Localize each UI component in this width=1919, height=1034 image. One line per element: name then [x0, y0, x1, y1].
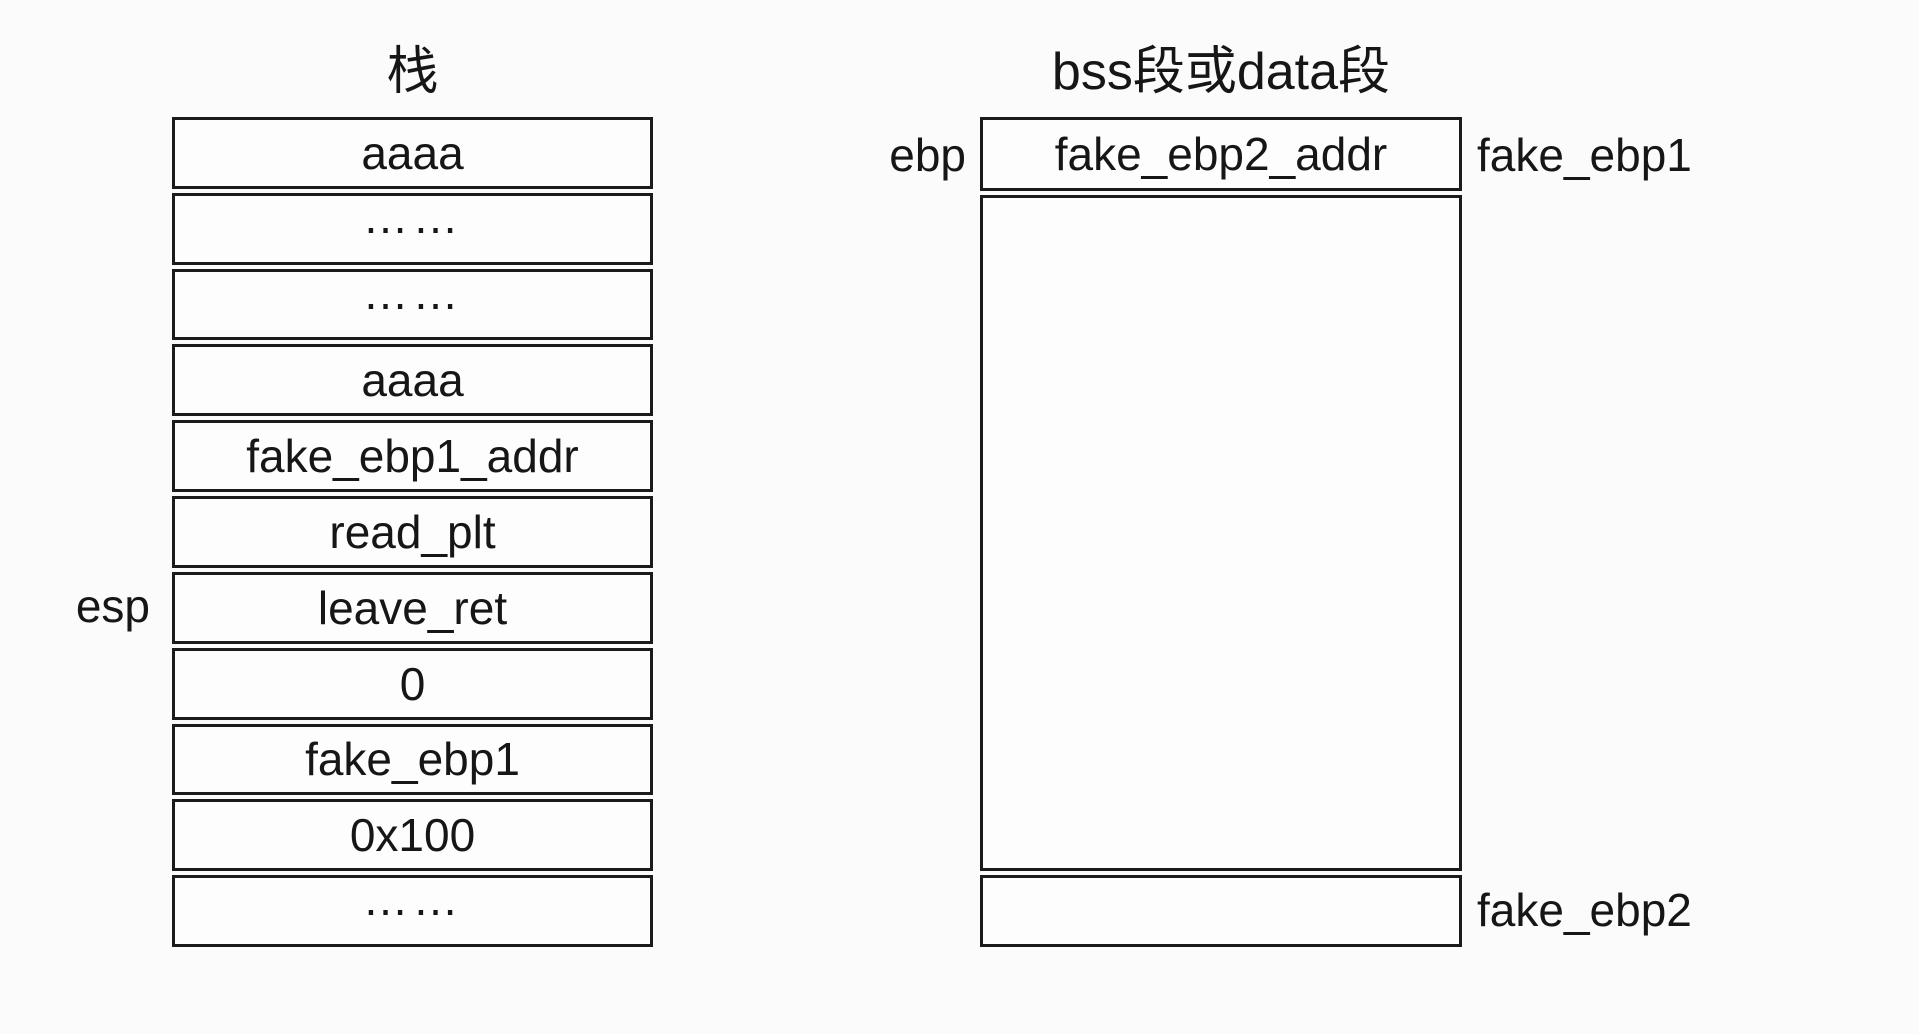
stack-cell-aaaa-2: aaaa	[172, 344, 653, 417]
stack-cell-ellipsis-1: ……	[172, 192, 653, 265]
bss-cell-fake-ebp2-addr: fake_ebp2_addr	[980, 117, 1462, 191]
stack-cell-ellipsis-3: ……	[172, 875, 653, 947]
stack-cell-aaaa-top: aaaa	[172, 117, 653, 189]
bss-segment-title: bss段或data段	[1051, 43, 1391, 101]
stack-cell-read-plt: read_plt	[172, 496, 653, 568]
bss-segment-box: fake_ebp2_addr	[980, 117, 1462, 947]
esp-pointer-label: esp	[75, 580, 150, 632]
bss-cell-empty-bottom	[980, 875, 1462, 947]
ebp-pointer-label: ebp	[889, 129, 966, 181]
stack-cell-zero: 0	[172, 647, 653, 720]
fake-ebp2-pointer-label: fake_ebp2	[1477, 884, 1692, 936]
bss-cell-empty-middle	[980, 195, 1462, 871]
stack-cell-leave-ret: leave_ret	[172, 571, 653, 644]
stack-cell-0x100: 0x100	[172, 799, 653, 872]
stack-box: aaaa …… …… aaaa fake_ebp1_addr read_plt …	[172, 117, 653, 947]
stack-cell-fake-ebp1: fake_ebp1	[172, 723, 653, 796]
stack-cell-fake-ebp1-addr: fake_ebp1_addr	[172, 420, 653, 493]
stack-cell-ellipsis-2: ……	[172, 268, 653, 341]
stack-title: 栈	[386, 43, 439, 101]
fake-ebp1-pointer-label: fake_ebp1	[1477, 129, 1692, 181]
